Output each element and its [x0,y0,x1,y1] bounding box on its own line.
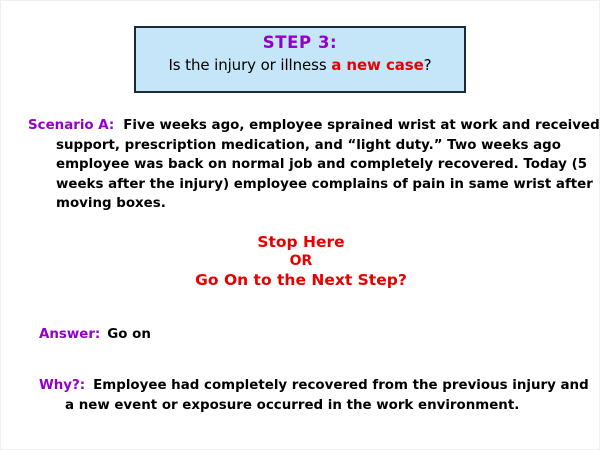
step-question-highlight: a new case [331,56,424,75]
step-callout-box: STEP 3: Is the injury or illness a new c… [134,26,466,93]
step-question: Is the injury or illness a new case? [136,57,464,74]
decision-prompt: Stop Here OR Go On to the Next Step? [1,233,599,290]
scenario-label: Scenario A: [28,118,115,133]
decision-option-stop: Stop Here [257,233,345,251]
step-title: STEP 3: [262,33,338,52]
decision-separator: OR [289,253,313,269]
answer-row: Answer: Go on [39,325,151,344]
answer-label: Answer: [39,327,101,342]
why-label: Why?: [39,378,86,393]
decision-option-continue: Go On to the Next Step? [195,271,407,289]
why-text: Employee had completely recovered from t… [65,378,589,413]
scenario-text: Five weeks ago, employee sprained wrist … [56,118,600,211]
why-paragraph: Why?:Employee had completely recovered f… [39,376,595,415]
step-question-prefix: Is the injury or illness [168,56,332,75]
step-question-suffix: ? [423,56,432,75]
answer-value: Go on [107,327,151,342]
scenario-paragraph: Scenario A:Five weeks ago, employee spra… [28,116,600,214]
